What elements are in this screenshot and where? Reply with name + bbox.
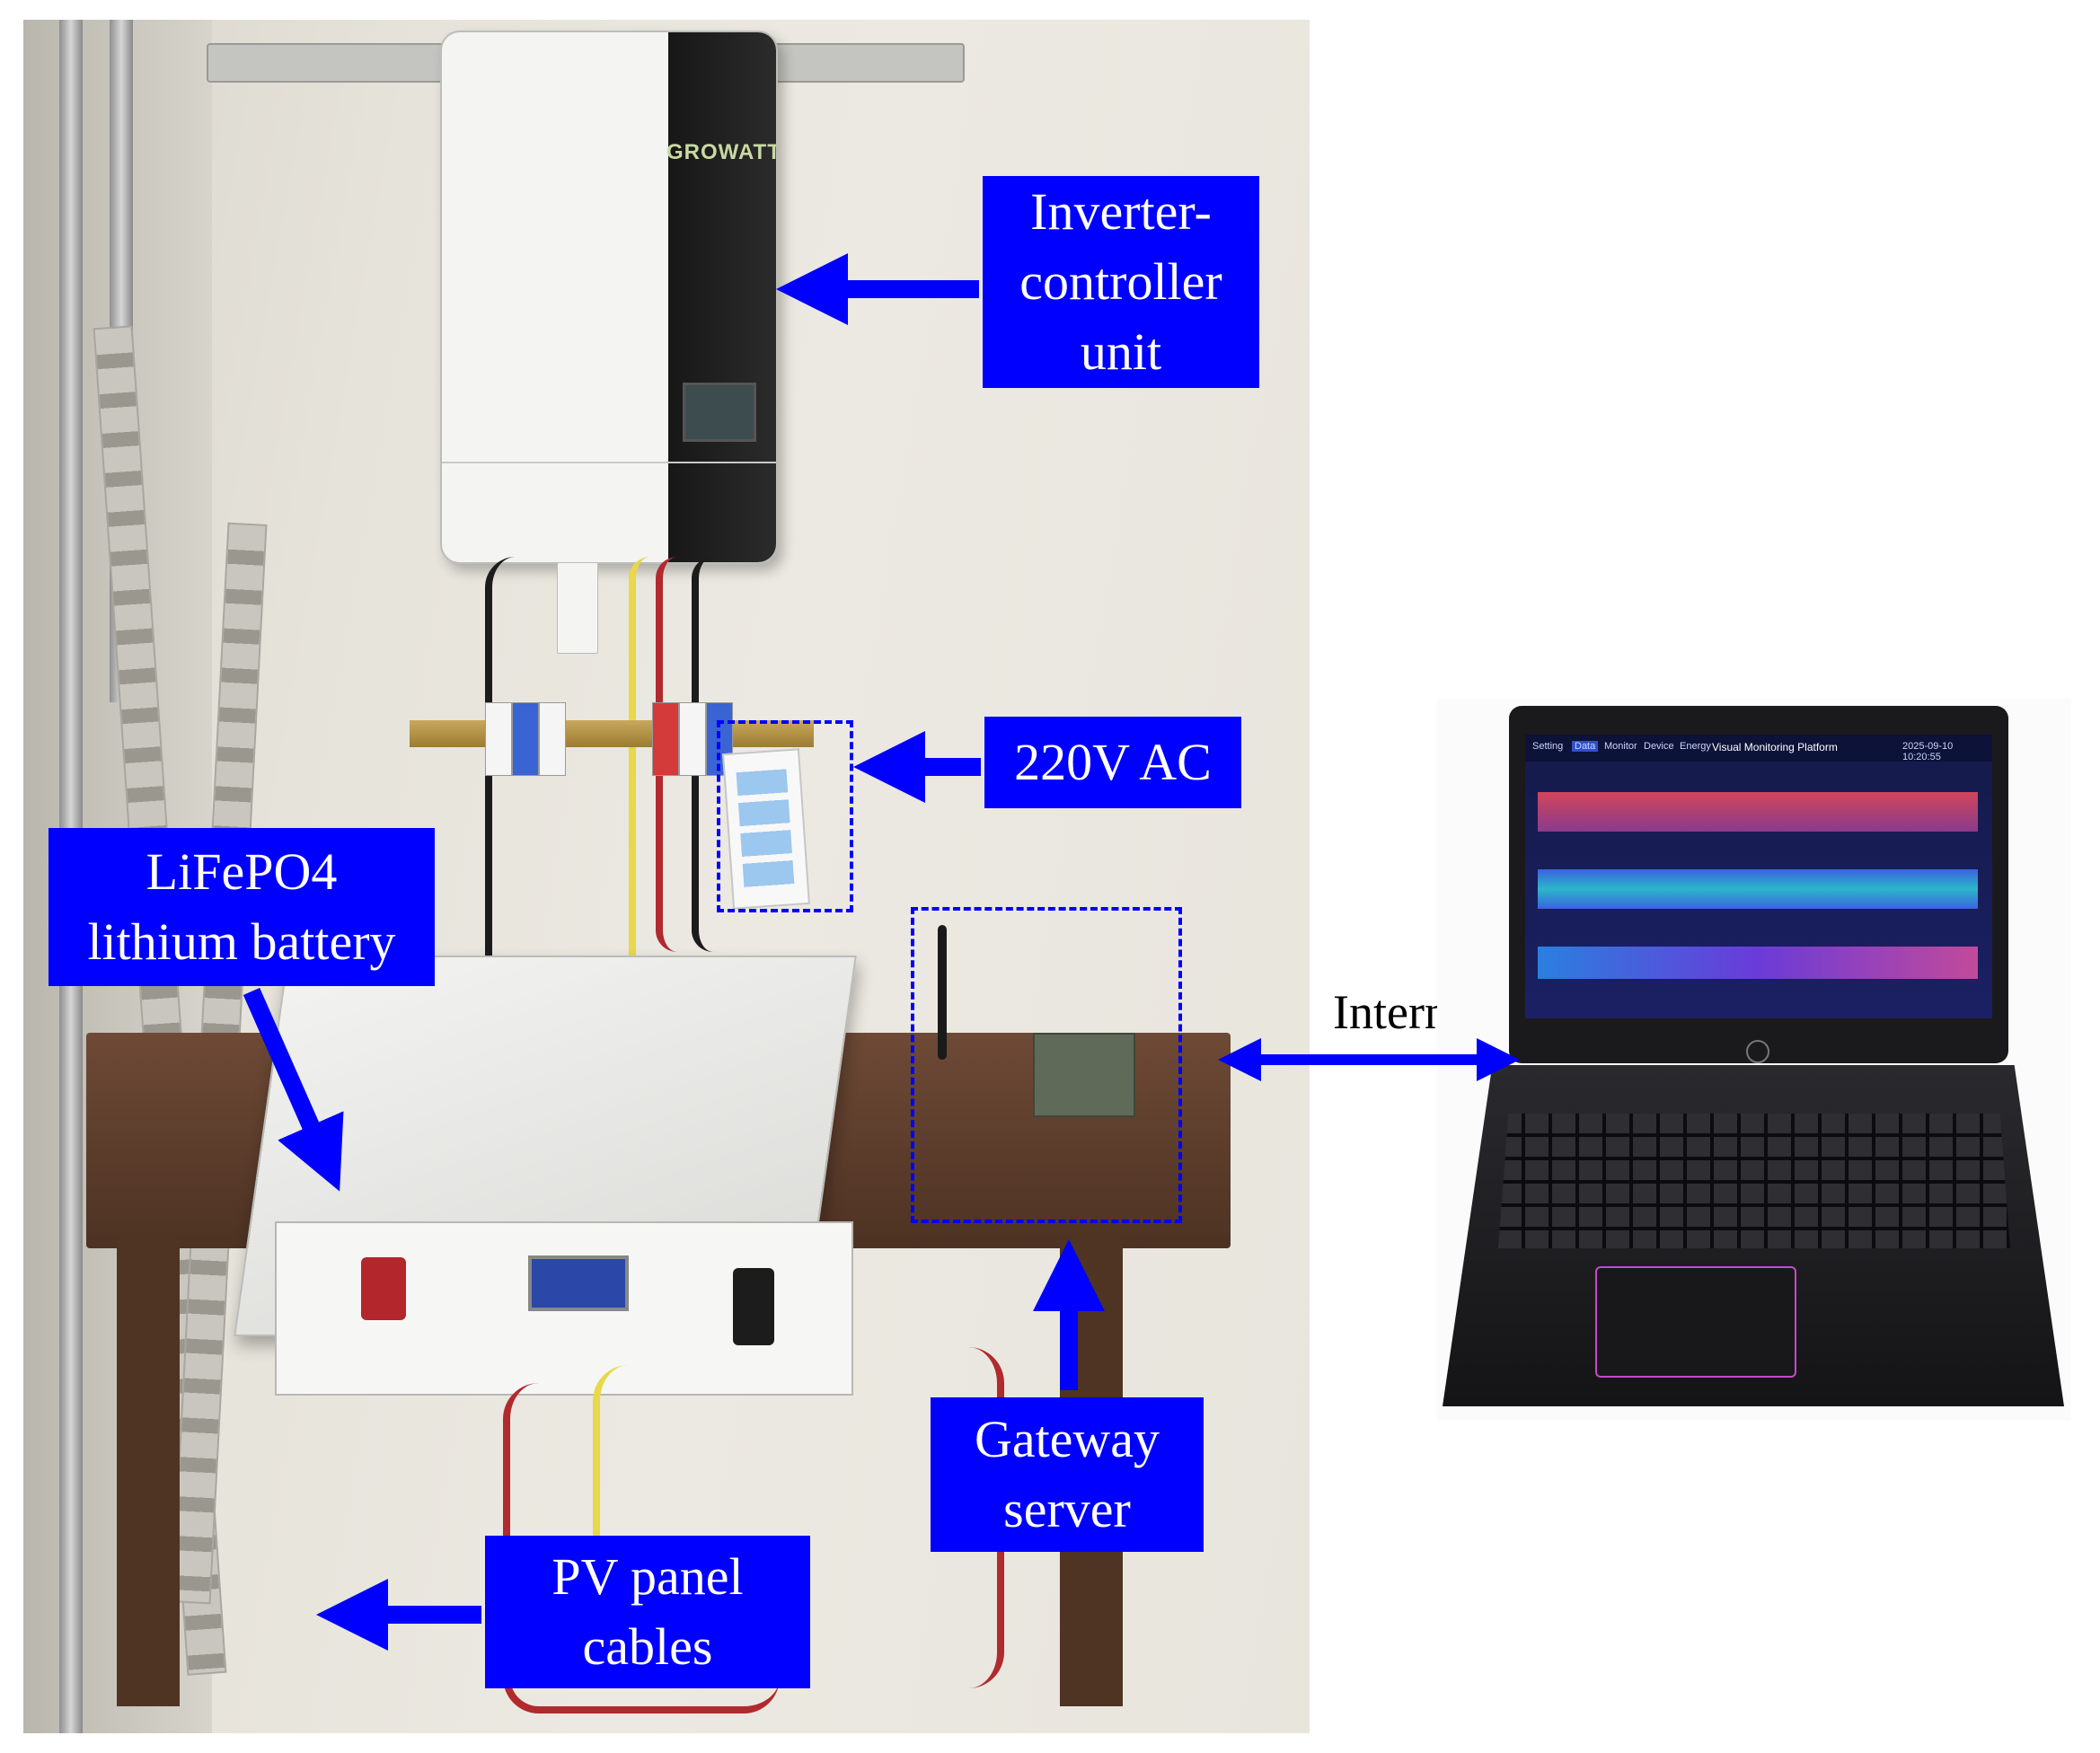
- screen-nav-item: Setting: [1532, 741, 1564, 752]
- inverter-label-line: unit: [1080, 322, 1162, 381]
- chart-band: [1538, 869, 1978, 909]
- inverter-label-line: controller: [1019, 252, 1222, 311]
- screen-title: Visual Monitoring Platform: [1712, 741, 1838, 753]
- keyboard: [1498, 1114, 2010, 1248]
- desk-leg: [117, 1239, 180, 1706]
- din-rail: [410, 720, 814, 747]
- gateway-highlight-box: [911, 907, 1182, 1223]
- inverter-front-panel: [668, 32, 776, 562]
- battery-label-line: lithium battery: [87, 912, 396, 971]
- hp-logo: [1746, 1040, 1769, 1063]
- ac-highlight-box: [717, 720, 853, 912]
- dc-cable: [485, 557, 546, 1024]
- inverter-logo: GROWATT: [666, 140, 778, 164]
- gateway-label-line: Gateway: [974, 1410, 1160, 1468]
- screen-nav: Setting Data Monitor Device Energy Visua…: [1525, 735, 1992, 762]
- battery-display: [528, 1255, 629, 1311]
- ac-label-line: 220V AC: [1014, 733, 1212, 791]
- screen-nav-item: Device: [1644, 741, 1674, 752]
- battery-negative-terminal: [733, 1268, 774, 1345]
- gateway-label-line: server: [1003, 1480, 1131, 1538]
- antenna: [938, 925, 947, 1060]
- trackpad: [1595, 1266, 1796, 1378]
- inverter-seam: [442, 462, 776, 463]
- battery-positive-terminal: [361, 1257, 406, 1320]
- chart-band: [1538, 792, 1978, 832]
- inverter-controller: GROWATT: [440, 31, 778, 564]
- pv-label-line: cables: [582, 1617, 713, 1676]
- inverter-label: Inverter- controller unit: [983, 176, 1259, 388]
- breaker: [679, 702, 706, 776]
- battery-arrow: [243, 987, 344, 1192]
- brand-tag: [557, 562, 598, 654]
- pv-label-line: PV panel: [551, 1547, 744, 1606]
- breaker: [539, 702, 566, 776]
- breaker: [652, 702, 679, 776]
- breaker: [485, 702, 512, 776]
- comm-cable: [629, 557, 672, 1114]
- battery-label: LiFePO4 lithium battery: [49, 828, 435, 986]
- ac-label: 220V AC: [984, 717, 1241, 808]
- screen-nav-item: Data: [1572, 741, 1599, 752]
- pv-label: PV panel cables: [485, 1536, 810, 1688]
- gateway-board: [1033, 1033, 1135, 1117]
- network-cable: [593, 1365, 762, 1581]
- screen-datetime: 2025-09-10 10:20:55: [1902, 741, 1954, 762]
- screen-nav-item: Energy: [1680, 741, 1711, 752]
- laptop-screen: Setting Data Monitor Device Energy Visua…: [1525, 735, 1992, 1018]
- inverter-display: [683, 383, 756, 442]
- breaker: [512, 702, 539, 776]
- battery-label-line: LiFePO4: [146, 842, 338, 901]
- chart-band: [1538, 947, 1978, 979]
- inverter-label-line: Inverter-: [1030, 182, 1212, 241]
- gateway-label: Gateway server: [931, 1397, 1204, 1552]
- screen-nav-item: Monitor: [1604, 741, 1637, 752]
